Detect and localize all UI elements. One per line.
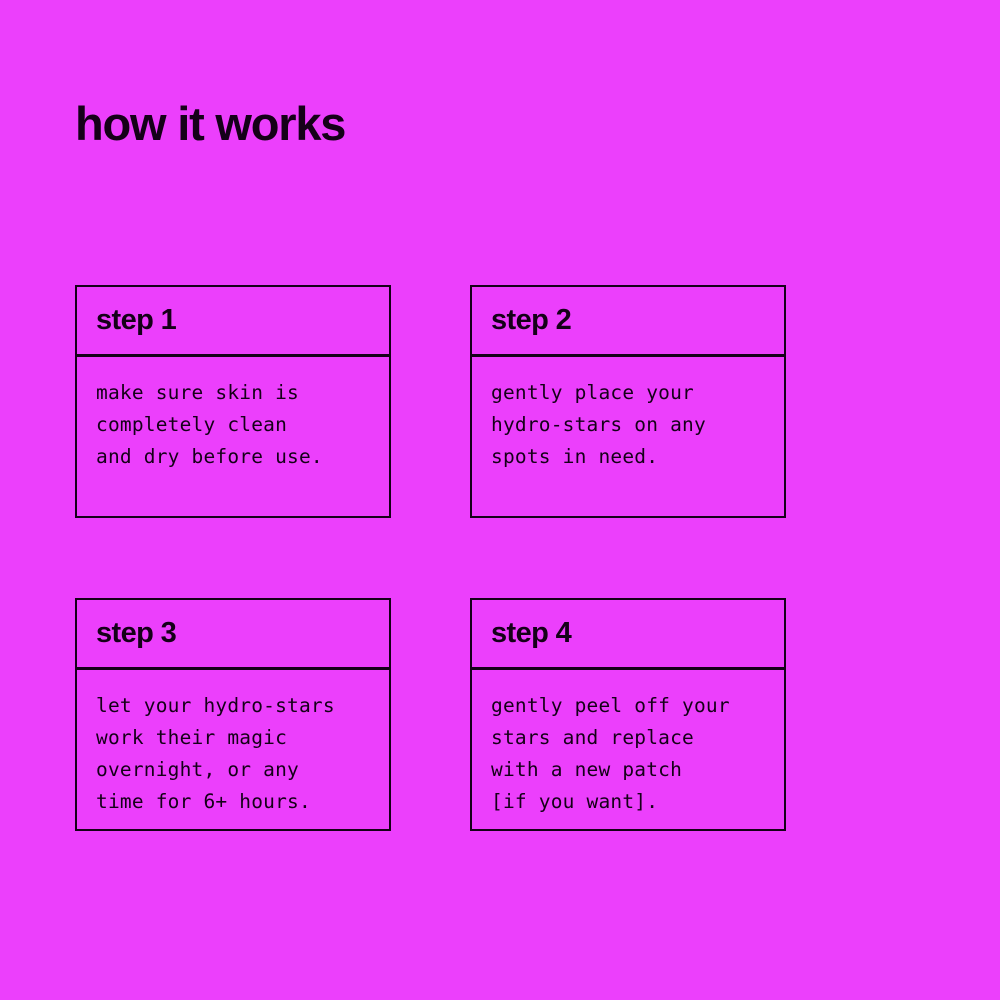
step-card-2-body: gently place your hydro-stars on any spo…: [472, 357, 784, 516]
step-card-4-body: gently peel off your stars and replace w…: [472, 670, 784, 829]
step-card-4-header: step 4: [472, 600, 784, 670]
step-card-3-header: step 3: [77, 600, 389, 670]
step-card-3-body: let your hydro-stars work their magic ov…: [77, 670, 389, 829]
step-card-1-text: make sure skin is completely clean and d…: [96, 381, 323, 468]
steps-grid: step 1 make sure skin is completely clea…: [75, 285, 786, 831]
step-card-2-header: step 2: [472, 287, 784, 357]
step-card-2-text: gently place your hydro-stars on any spo…: [491, 381, 706, 468]
step-card-4-title: step 4: [491, 617, 572, 649]
step-card-3-text: let your hydro-stars work their magic ov…: [96, 694, 335, 813]
step-card-2: step 2 gently place your hydro-stars on …: [470, 285, 786, 518]
page-title: how it works: [75, 97, 346, 150]
step-card-3: step 3 let your hydro-stars work their m…: [75, 598, 391, 831]
step-card-1: step 1 make sure skin is completely clea…: [75, 285, 391, 518]
step-card-3-title: step 3: [96, 617, 177, 649]
step-card-2-title: step 2: [491, 304, 572, 336]
step-card-4: step 4 gently peel off your stars and re…: [470, 598, 786, 831]
step-card-1-header: step 1: [77, 287, 389, 357]
step-card-4-text: gently peel off your stars and replace w…: [491, 694, 730, 813]
step-card-1-body: make sure skin is completely clean and d…: [77, 357, 389, 516]
step-card-1-title: step 1: [96, 304, 177, 336]
